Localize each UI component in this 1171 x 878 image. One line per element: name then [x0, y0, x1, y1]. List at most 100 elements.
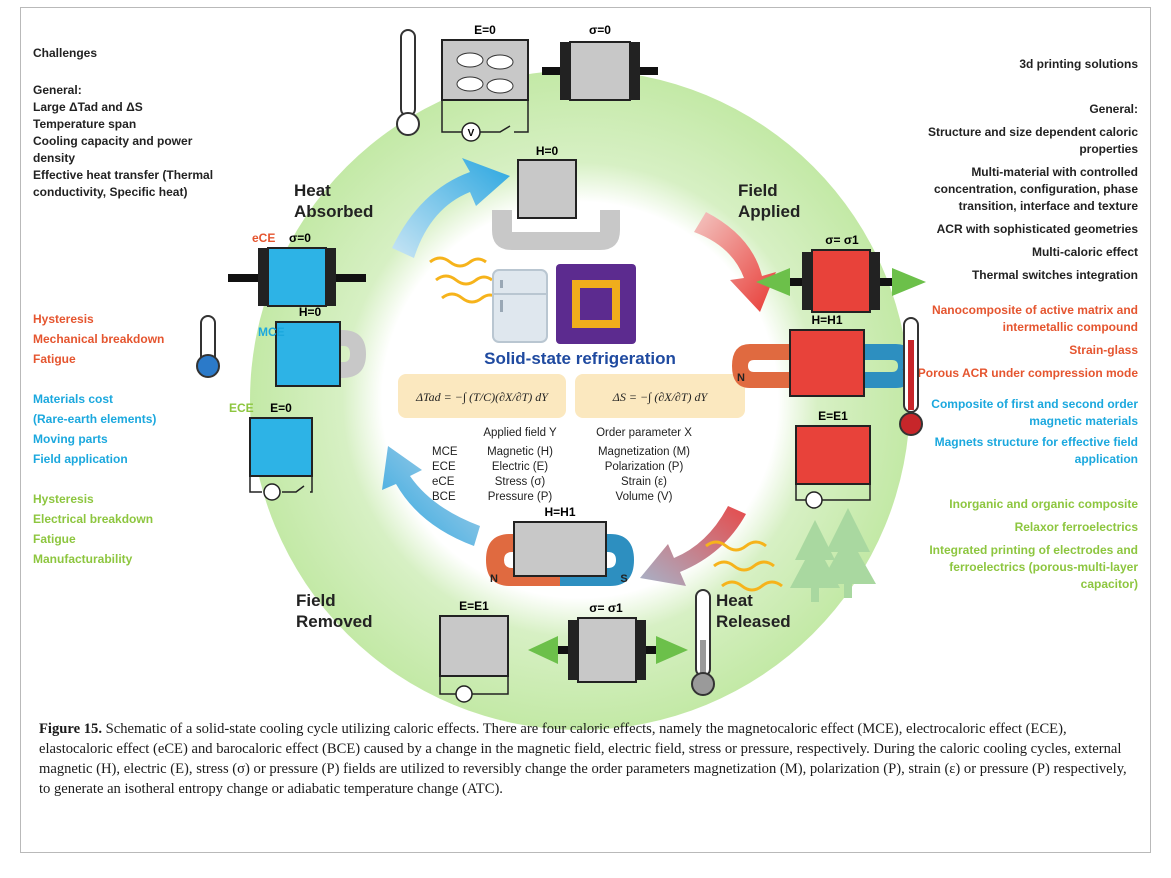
stage-field-applied: Field Applied — [738, 181, 801, 221]
solution-green-item: Inorganic and organic composite — [949, 497, 1138, 511]
challenges-green-group: Hysteresis Electrical breakdown Fatigue … — [33, 489, 223, 569]
arrow-heat-absorbed — [392, 158, 510, 258]
left-lattice — [228, 247, 366, 307]
label-sigma1-bottom: σ= σ1 — [589, 601, 623, 615]
table-cell: eCE — [432, 476, 455, 488]
challenges-panel: Challenges General: Large ΔTad and ΔS Te… — [33, 45, 223, 569]
right-capacitor — [795, 425, 871, 509]
solution-item: Thermal switches integration — [971, 268, 1138, 282]
stage-field-removed: Field Removed — [296, 591, 373, 631]
equation-delta-tad: ΔTad = −∫ (T/C)(∂X/∂T) dY — [415, 390, 549, 404]
table-cell: Stress (σ) — [495, 476, 546, 488]
solutions-title: 3d printing solutions — [1019, 57, 1138, 71]
solutions-panel: 3d printing solutions General: Structure… — [910, 56, 1138, 593]
challenge-item: Temperature span — [33, 117, 137, 131]
challenge-green-item: Electrical breakdown — [33, 512, 154, 526]
solution-red-item: Porous ACR under compression mode — [917, 366, 1138, 380]
voltmeter-label: V — [468, 128, 475, 139]
challenges-red-group: Hysteresis Mechanical breakdown Fatigue — [33, 309, 223, 369]
tag-mce: MCE — [258, 325, 285, 339]
challenges-title: Challenges — [33, 46, 98, 60]
left-capacitor — [249, 417, 313, 501]
challenge-red-item: Fatigue — [33, 352, 76, 366]
table-cell: Polarization (P) — [605, 461, 684, 473]
eq-left-box — [398, 374, 566, 418]
label-e0-left: E=0 — [270, 401, 292, 415]
solution-item: ACR with sophisticated geometries — [936, 222, 1138, 236]
stage-heat-released: Heat Released — [716, 591, 791, 631]
arrow-field-applied — [694, 212, 776, 312]
label-h1-bottom: H=H1 — [544, 505, 575, 519]
solutions-general-head: General: — [1089, 102, 1138, 116]
n-pole-label: N — [490, 573, 498, 585]
challenge-blue-item: Materials cost — [33, 392, 114, 406]
thermometer-icon — [396, 29, 420, 136]
table-cell: BCE — [432, 491, 456, 503]
stage-heat-absorbed: Heat Absorbed — [294, 181, 374, 221]
challenge-red-item: Mechanical breakdown — [33, 332, 165, 346]
label-e0-top: E=0 — [474, 23, 496, 37]
left-magnet — [275, 321, 366, 387]
thermometer-cold-icon — [196, 315, 220, 378]
challenge-blue-item: (Rare-earth elements) — [33, 412, 157, 426]
solution-red-item: Nanocomposite of active matrix and inter… — [931, 303, 1138, 334]
label-sigma0-top: σ=0 — [589, 23, 611, 37]
solution-green-item: Relaxor ferroelectrics — [1014, 520, 1138, 534]
challenges-blue-group: Materials cost (Rare-earth elements) Mov… — [33, 389, 223, 469]
caption-label: Figure 15. — [39, 721, 102, 737]
top-lattice — [542, 41, 658, 101]
table-cell: Magnetic (H) — [487, 446, 553, 458]
solution-item: Multi-caloric effect — [1031, 245, 1138, 259]
table-cell: Strain (ε) — [621, 476, 667, 488]
solution-blue-item: Composite of first and second order magn… — [931, 397, 1138, 428]
table-head-field: Applied field Y — [483, 427, 557, 439]
label-h1-right: H=H1 — [811, 313, 842, 327]
table-cell: Electric (E) — [492, 461, 548, 473]
center-title: Solid-state refrigeration — [484, 349, 676, 368]
table-cell: Pressure (P) — [488, 491, 553, 503]
figure-caption: Figure 15. Schematic of a solid-state co… — [39, 719, 1129, 799]
challenge-blue-item: Field application — [33, 452, 128, 466]
label-sigma1-right: σ= σ1 — [825, 233, 859, 247]
tag-ece-lower: eCE — [252, 231, 275, 245]
label-e1-right: E=E1 — [818, 409, 848, 423]
challenge-blue-item: Moving parts — [33, 432, 108, 446]
arrow-field-removed — [382, 446, 480, 546]
refrigerator-icon — [492, 269, 548, 343]
solutions-blue-group: Composite of first and second order magn… — [910, 396, 1138, 468]
n-pole-label: N — [737, 372, 745, 384]
top-magnet — [492, 159, 620, 250]
challenge-item: Effective heat transfer (Thermal conduct… — [33, 168, 214, 199]
arrow-heat-released — [640, 506, 746, 586]
bottom-capacitor — [439, 615, 509, 703]
challenge-green-item: Fatigue — [33, 532, 76, 546]
solutions-red-group: Nanocomposite of active matrix and inter… — [910, 302, 1138, 382]
solution-item: Structure and size dependent caloric pro… — [927, 125, 1138, 156]
label-sigma0-left: σ=0 — [289, 231, 311, 245]
table-head-order: Order parameter X — [596, 427, 692, 439]
figure-frame — [20, 7, 1151, 853]
table-cell: ECE — [432, 461, 456, 473]
table-cell: Magnetization (M) — [598, 446, 690, 458]
solution-item: Multi-material with controlled concentra… — [933, 165, 1138, 213]
caloric-effects-table: Applied field Y Order parameter X MCE Ma… — [432, 427, 692, 503]
challenges-general-head: General: — [33, 83, 82, 97]
bottom-lattice — [528, 617, 688, 683]
label-h0-left: H=0 — [299, 305, 322, 319]
equation-delta-s: ΔS = −∫ (∂X/∂T) dY — [612, 390, 709, 404]
table-cell: MCE — [432, 446, 458, 458]
thermometer-mid-icon — [691, 589, 715, 696]
top-capacitor — [441, 39, 529, 142]
solution-red-item: Strain-glass — [1069, 343, 1138, 357]
thermometer-hot-icon — [899, 317, 923, 436]
label-e1-bottom: E=E1 — [459, 599, 489, 613]
challenge-item: Large ΔTad and ΔS — [33, 100, 143, 114]
label-h0-top: H=0 — [536, 144, 559, 158]
solutions-green-group: Inorganic and organic composite Relaxor … — [910, 496, 1138, 593]
right-magnet — [732, 329, 914, 397]
s-pole-label: S — [620, 573, 627, 585]
challenge-item: Cooling capacity and power density — [33, 134, 193, 165]
eq-right-box — [575, 374, 745, 418]
challenge-green-item: Manufacturability — [33, 552, 133, 566]
